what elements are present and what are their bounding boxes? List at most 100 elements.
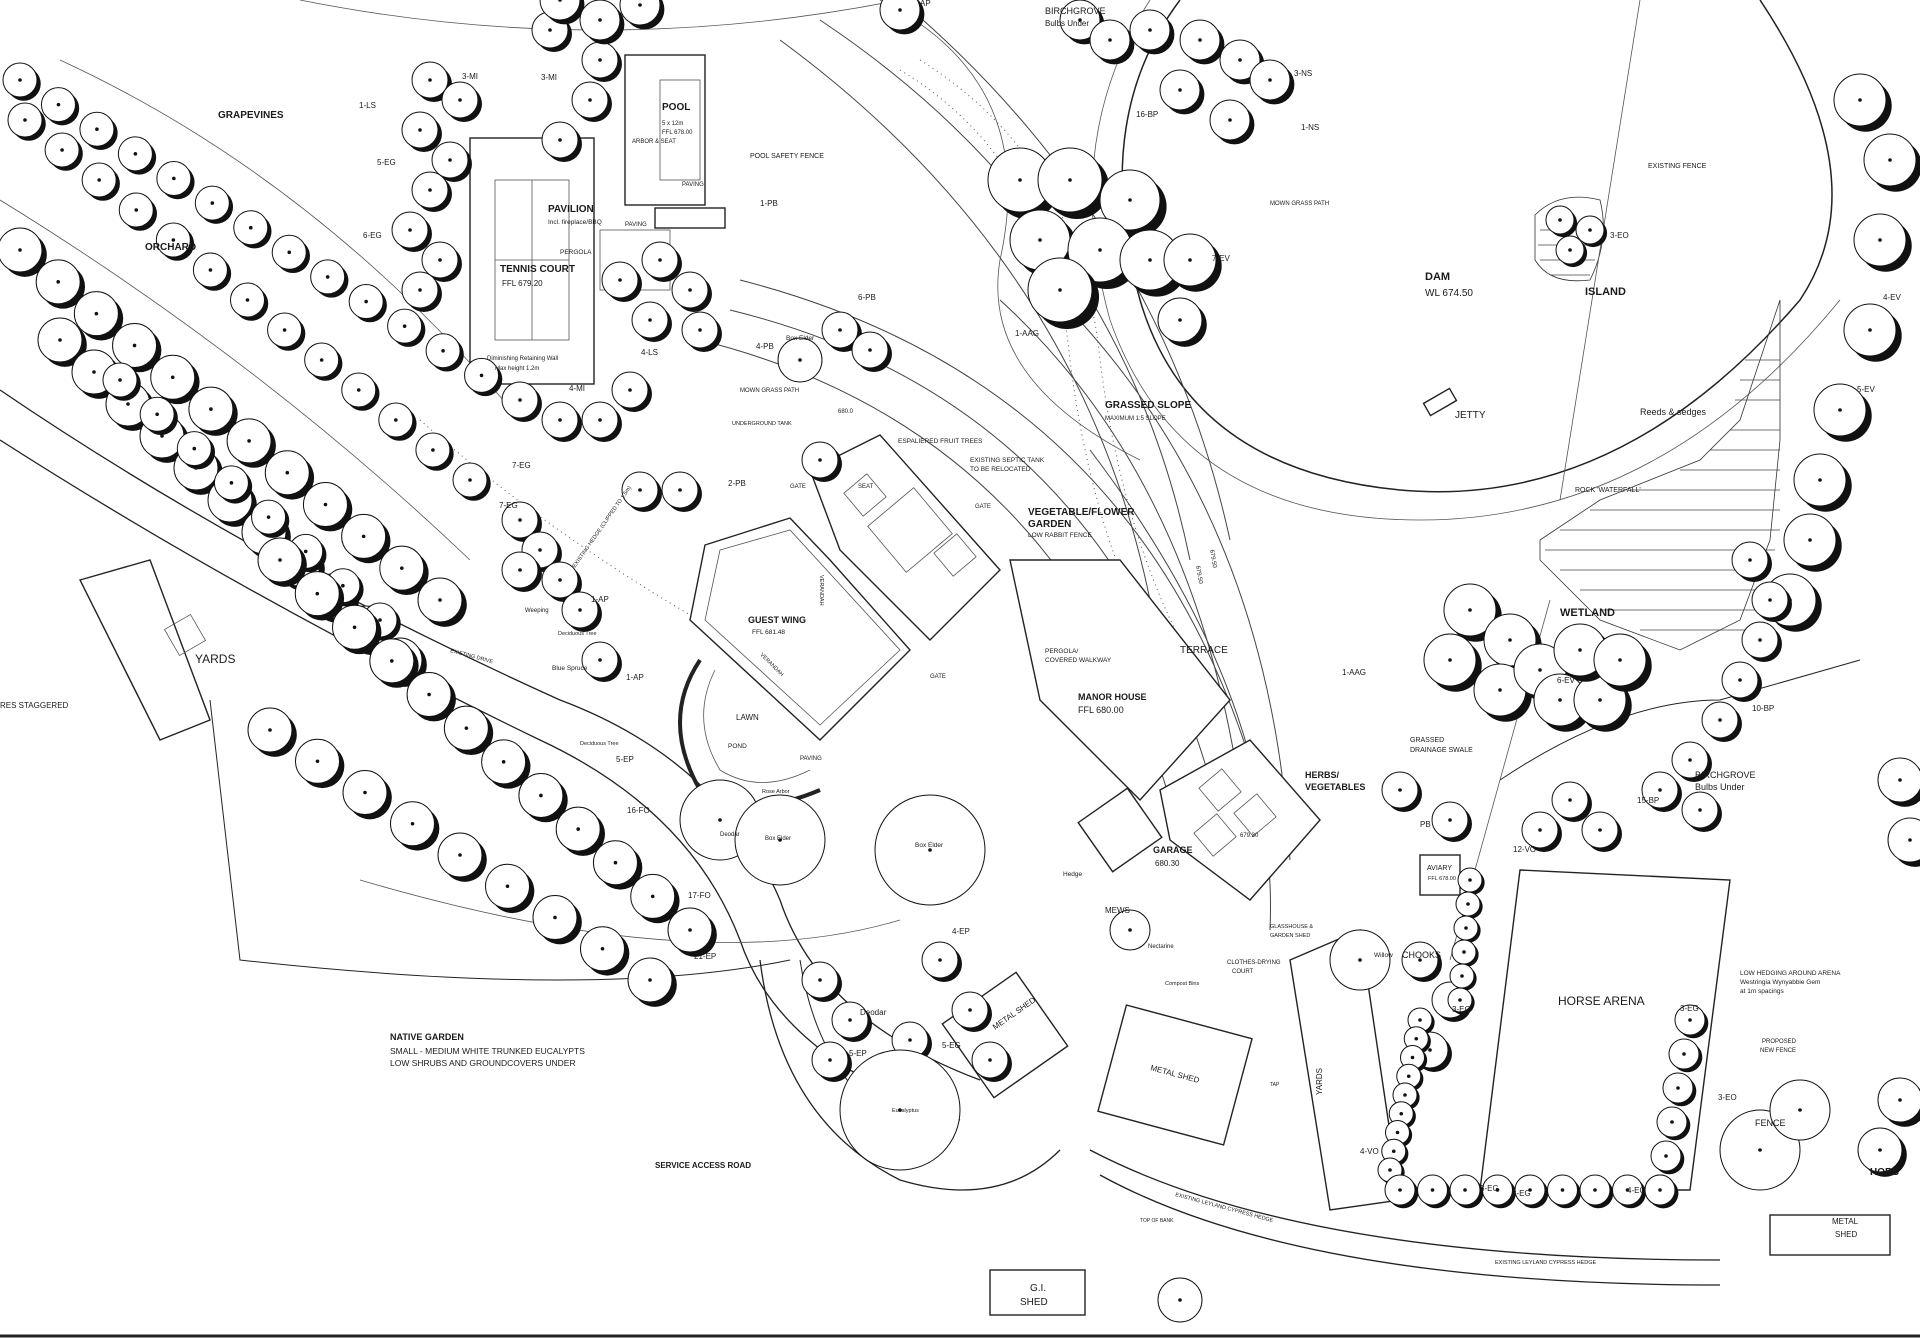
tree-symbol: [1769, 1079, 1831, 1141]
label-service-road: SERVICE ACCESS ROAD: [655, 1161, 751, 1170]
label-arbor-seat: ARBOR & SEAT: [632, 139, 676, 145]
tree-symbol: [188, 386, 238, 436]
tree-symbol: [2, 62, 41, 101]
label-birchgrove-top: BIRCHGROVE: [1045, 6, 1106, 16]
tree-symbol: [921, 941, 962, 982]
label-gate-1: GATE: [790, 484, 806, 490]
tree-symbol: [1521, 811, 1562, 852]
label-deciduous-2: Deciduous Tree: [580, 741, 619, 747]
tree-symbol: [1157, 297, 1207, 347]
planting-codes: 3-MI 3-MI 1-LS 5-EG 6-EG 1-PB 6-PB 4-PB …: [359, 0, 1901, 1224]
code-4mi: 4-MI: [569, 384, 585, 393]
label-garage-ffl: 680.30: [1155, 859, 1180, 868]
label-aviary: AVIARY: [1427, 865, 1452, 872]
label-lawn: LAWN: [736, 713, 759, 722]
tree-symbol: [1329, 929, 1391, 991]
tree-symbol: [35, 259, 86, 309]
tree-symbol: [310, 259, 349, 298]
label-veg-flower-2: GARDEN: [1028, 519, 1071, 530]
tree-symbol: [81, 162, 120, 201]
label-compost: Compost Bins: [1165, 981, 1199, 987]
tree-symbol: [1482, 1174, 1516, 1209]
label-orchard: ORCHARD: [145, 242, 196, 253]
tree-symbol: [571, 81, 612, 122]
tree-symbol: [1751, 581, 1792, 622]
tree-symbol: [411, 171, 452, 212]
tree-symbol: [1449, 1174, 1484, 1209]
tree-symbol: [156, 160, 195, 200]
tree-symbol: [452, 462, 491, 501]
label-veg-flower-1: VEGETABLE/FLOWER: [1028, 507, 1135, 518]
label-horse-arena: HORSE ARENA: [1558, 994, 1645, 1008]
label-tennis-court: TENNIS COURT: [500, 264, 575, 275]
label-metal-shed-3: METAL: [1832, 1217, 1859, 1226]
label-native-3: LOW SHRUBS AND GROUNDCOVERS UNDER: [390, 1058, 576, 1068]
tree-symbol: [1514, 1174, 1549, 1209]
tree-symbol: [1453, 915, 1481, 943]
label-pond: POND: [728, 743, 747, 750]
tree-symbol: [425, 333, 464, 372]
tree-symbol: [37, 317, 87, 367]
label-drainage-2: DRAINAGE SWALE: [1410, 747, 1473, 754]
tree-symbol: [230, 282, 269, 321]
vegetable-garden: [809, 434, 1001, 641]
tree-symbol: [561, 591, 602, 632]
label-underground-tank: UNDERGROUND TANK: [732, 421, 792, 427]
tree-symbol: [839, 1049, 961, 1171]
label-mews: MEWS: [1105, 906, 1130, 915]
label-box-elder-3: Box Elder: [915, 842, 944, 849]
label-chooks: CHOOKS: [1402, 950, 1441, 960]
tree-symbol: [73, 291, 124, 341]
code-ap: AP: [920, 0, 931, 8]
label-clothes-2: COURT: [1232, 969, 1254, 975]
tree-symbol: [1731, 541, 1772, 582]
code-3eg-a: 3-EG: [1452, 1005, 1471, 1014]
label-rock-waterfall: ROCK 'WATERFALL': [1575, 487, 1641, 494]
tree-symbol: [1159, 69, 1205, 115]
tree-symbol: [1381, 771, 1422, 812]
tree-symbol: [155, 222, 195, 261]
tree-symbol: [192, 252, 232, 291]
code-7eg-a: 7-EG: [512, 461, 531, 470]
tree-symbol: [1449, 963, 1477, 991]
label-low-hedging-1: LOW HEDGING AROUND ARENA: [1740, 970, 1841, 977]
label-tap: TAP: [1270, 1082, 1280, 1088]
code-3ns: 3-NS: [1294, 69, 1312, 78]
tree-symbol: [401, 111, 442, 152]
tree-symbol: [1157, 1277, 1203, 1323]
tree-symbol: [7, 102, 46, 141]
tree-symbol: [485, 863, 535, 914]
label-terrace: TERRACE: [1180, 645, 1228, 656]
tree-symbol: [1612, 1174, 1646, 1209]
code-5ep-b: 5-EP: [849, 1049, 867, 1058]
tree-symbol: [1457, 867, 1485, 895]
label-yards-left: YARDS: [195, 652, 235, 666]
label-pergola: PERGOLA: [560, 249, 592, 256]
tree-symbol: [213, 465, 253, 504]
label-reeds: Reeds & sedges: [1640, 407, 1707, 417]
tree-symbol: [581, 41, 622, 82]
tree-symbol: [1644, 1174, 1679, 1209]
tree-symbol: [1671, 741, 1712, 782]
tree-symbol: [1857, 1127, 1907, 1177]
label-gi-1: G.I.: [1030, 1283, 1046, 1294]
label-eucalyptus: Eucalyptus: [892, 1108, 919, 1114]
tree-symbol: [1403, 1026, 1431, 1054]
tree-symbol: [1431, 801, 1472, 842]
code-1ls: 1-LS: [359, 101, 376, 110]
tree-symbol: [378, 402, 417, 441]
label-retaining-2: Max height 1.2m: [495, 366, 539, 372]
label-manor-ffl: FFL 680.00: [1078, 705, 1124, 715]
label-pool-dims: 5 x 12m: [662, 121, 683, 127]
tree-symbol: [581, 401, 622, 442]
tree-symbol: [139, 396, 178, 436]
code-4ep: 4-EP: [952, 927, 970, 936]
tree-symbol: [1650, 1140, 1685, 1175]
code-5ev: 5-EV: [1857, 385, 1875, 394]
label-aviary-ffl: FFL 678.00: [1428, 876, 1456, 882]
metal-shed-2: [1097, 1004, 1253, 1146]
label-box-elder: Box Elder: [786, 335, 815, 342]
tree-symbol: [1701, 701, 1742, 742]
tree-symbol: [1027, 257, 1100, 330]
tree-symbol: [1877, 1077, 1920, 1127]
